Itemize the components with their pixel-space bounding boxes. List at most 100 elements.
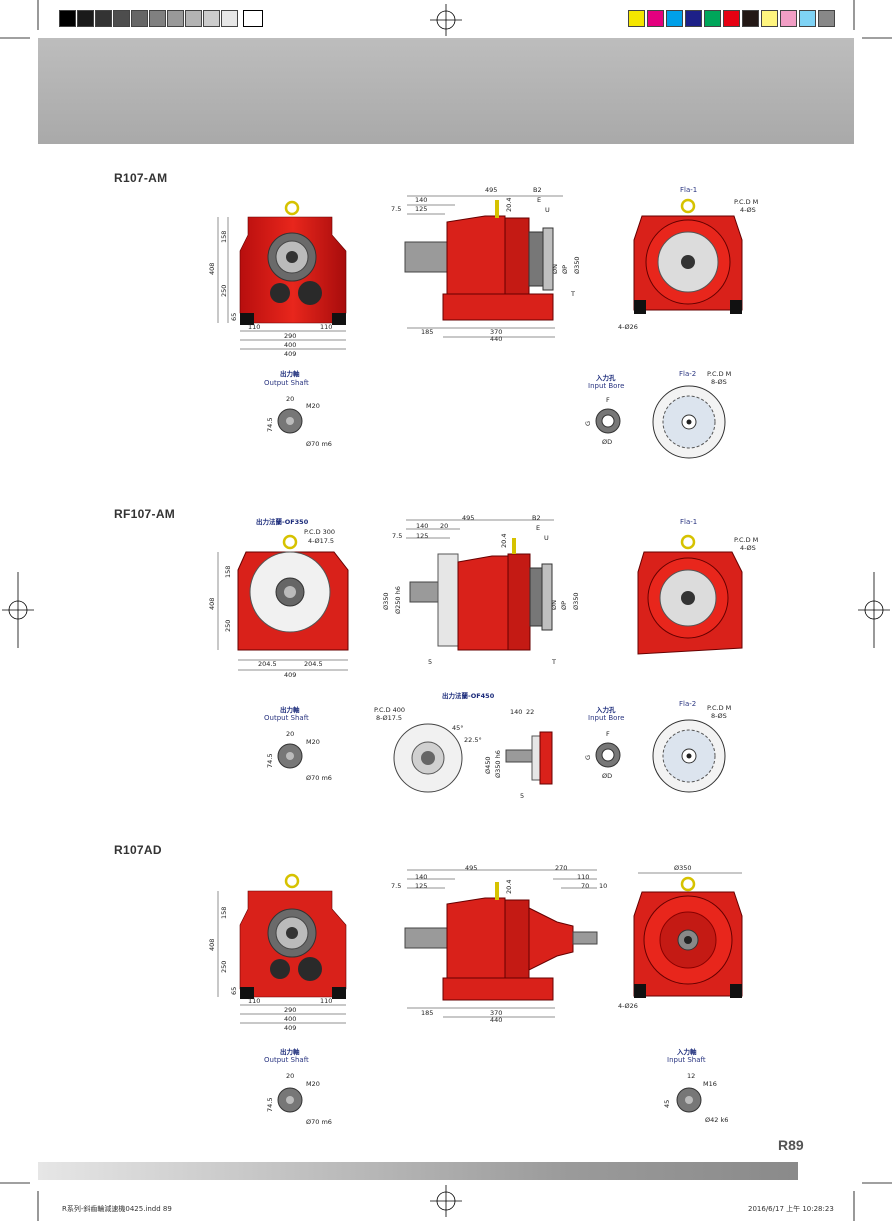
- dim-290: 290: [284, 1006, 296, 1014]
- flange-pcd: P.C.D M: [734, 536, 758, 544]
- color-swatch: [666, 10, 683, 27]
- color-swatch: [685, 10, 702, 27]
- flange-title: Fla-1: [680, 518, 697, 526]
- dim-370: 370: [490, 328, 502, 336]
- color-swatch: [647, 10, 664, 27]
- dim-204-5-right: 204.5: [304, 660, 323, 668]
- gray-swatch: [131, 10, 148, 27]
- color-swatch: [799, 10, 816, 27]
- flange2-holes: 8-ØS: [711, 712, 727, 720]
- dim-140: 140: [510, 708, 522, 716]
- dim-350h6: Ø350 h6: [494, 750, 502, 778]
- input-bore-detail: 入力孔 Input Bore F G ØD: [584, 373, 624, 446]
- input-bore-title-en: Input Bore: [588, 382, 624, 390]
- dim-20-4: 20.4: [505, 880, 513, 894]
- gray-swatch: [203, 10, 220, 27]
- flange-title: Fla-1: [680, 186, 697, 194]
- dim-m16: M16: [703, 1080, 717, 1088]
- flange2-title: Fla-2: [679, 370, 696, 378]
- dim-110-left: 110: [248, 323, 260, 331]
- flange-holes: 4-ØS: [740, 544, 756, 552]
- flange2-pcd: P.C.D M: [707, 370, 731, 378]
- front-view-drawing: 408 158 250 65 110 110 290 400 409: [208, 200, 347, 358]
- dim-158: 158: [220, 907, 228, 919]
- dim-22: 22: [526, 708, 534, 716]
- dim-290: 290: [284, 332, 296, 340]
- flange2-holes: 8-ØS: [711, 378, 727, 386]
- dim-125: 125: [415, 882, 427, 890]
- dim-20-4: 20.4: [505, 198, 513, 212]
- output-shaft-title-en: Output Shaft: [264, 714, 309, 722]
- dim-110: 110: [577, 873, 589, 881]
- color-swatch: [628, 10, 645, 27]
- flange2-detail: Fla-2 P.C.D M 8-ØS: [652, 700, 731, 793]
- output-shaft-detail: 出力軸 Output Shaft 20 M20 74.5 Ø70 m6: [264, 369, 332, 448]
- dim-t: T: [570, 290, 575, 298]
- input-shaft-title-en: Input Shaft: [667, 1056, 706, 1064]
- foot-holes: 4-Ø26: [618, 1002, 638, 1010]
- output-shaft-title-cn: 出力軸: [280, 1047, 300, 1056]
- dim-110-left: 110: [248, 997, 260, 1005]
- dim-350: Ø350: [382, 592, 390, 610]
- color-swatch: [742, 10, 759, 27]
- dim-70m6: Ø70 m6: [306, 440, 332, 448]
- dim-74-5: 74.5: [266, 1098, 274, 1112]
- output-shaft-detail: 出力軸 Output Shaft 20 M20 74.5 Ø70 m6: [264, 705, 332, 782]
- dim-140: 140: [416, 522, 428, 530]
- rf-front-view-drawing: 出力法蘭-OF350 P.C.D 300 4-Ø17.5 408 158 250…: [208, 517, 349, 679]
- dim-400: 400: [284, 1015, 296, 1023]
- flange-view-drawing: Fla-1 P.C.D M 4-ØS 4-Ø26: [618, 186, 758, 331]
- input-bore-title-cn: 入力孔: [595, 373, 616, 382]
- dim-409: 409: [284, 671, 296, 679]
- color-swatch: [723, 10, 740, 27]
- dim-12: 12: [687, 1072, 695, 1080]
- input-bore-title-cn: 入力孔: [595, 705, 616, 714]
- dim-185: 185: [421, 1009, 433, 1017]
- flange2-title: Fla-2: [679, 700, 696, 708]
- dim-65: 65: [230, 987, 238, 995]
- output-shaft-title-en: Output Shaft: [264, 1056, 309, 1064]
- gray-swatch: [77, 10, 94, 27]
- dim-d: ØD: [602, 772, 612, 780]
- footer-timestamp: 2016/6/17 上午 10:28:23: [748, 1205, 834, 1213]
- dim-250h6: Ø250 h6: [394, 586, 402, 614]
- ad-end-view-drawing: Ø350 4-Ø26: [618, 864, 743, 1010]
- dim-350b: Ø350: [572, 592, 580, 610]
- dim-45: 45: [663, 1100, 671, 1108]
- dim-5: 5: [520, 792, 524, 800]
- dim-20: 20: [286, 1072, 294, 1080]
- dim-65: 65: [230, 313, 238, 321]
- header-band: [38, 38, 854, 144]
- dim-7-5: 7.5: [391, 205, 401, 213]
- output-shaft-title-en: Output Shaft: [264, 379, 309, 387]
- dim-u: U: [545, 206, 550, 214]
- dim-42k6: Ø42 k6: [705, 1116, 728, 1124]
- color-swatch: [704, 10, 721, 27]
- output-shaft-title-cn: 出力軸: [280, 369, 300, 378]
- dim-b2: B2: [533, 186, 542, 194]
- of350-pcd: P.C.D 300: [304, 528, 335, 536]
- of450-detail: 出力法蘭-OF450 P.C.D 400 8-Ø17.5 45° 22.5° 1…: [374, 691, 553, 800]
- output-shaft-detail: 出力軸 Output Shaft 20 M20 74.5 Ø70 m6: [264, 1047, 332, 1126]
- ad-side-view-drawing: 495 270 140 125 7.5 20.4 110 70 10 185 3…: [391, 864, 607, 1024]
- dim-74-5: 74.5: [266, 418, 274, 432]
- dim-158: 158: [220, 231, 228, 243]
- input-shaft-detail: 入力軸 Input Shaft 12 M16 45 Ø42 k6: [663, 1047, 728, 1124]
- footer-band: [38, 1162, 798, 1180]
- of350-title: 出力法蘭-OF350: [256, 517, 309, 526]
- dim-450: Ø450: [484, 756, 492, 774]
- dim-400: 400: [284, 341, 296, 349]
- angle-45: 45°: [452, 724, 464, 732]
- dim-125: 125: [415, 205, 427, 213]
- dim-7-5: 7.5: [391, 882, 401, 890]
- dim-20: 20: [440, 522, 448, 530]
- gray-swatch: [167, 10, 184, 27]
- dim-m20: M20: [306, 1080, 320, 1088]
- dim-495: 495: [465, 864, 477, 872]
- flange2-pcd: P.C.D M: [707, 704, 731, 712]
- gray-swatch: [95, 10, 112, 27]
- dim-e: E: [536, 524, 540, 532]
- footer-filename: R系列-斜齒輪減速機0425.indd 89: [62, 1205, 172, 1213]
- gray-swatch: [221, 10, 238, 27]
- dim-440: 440: [490, 335, 502, 342]
